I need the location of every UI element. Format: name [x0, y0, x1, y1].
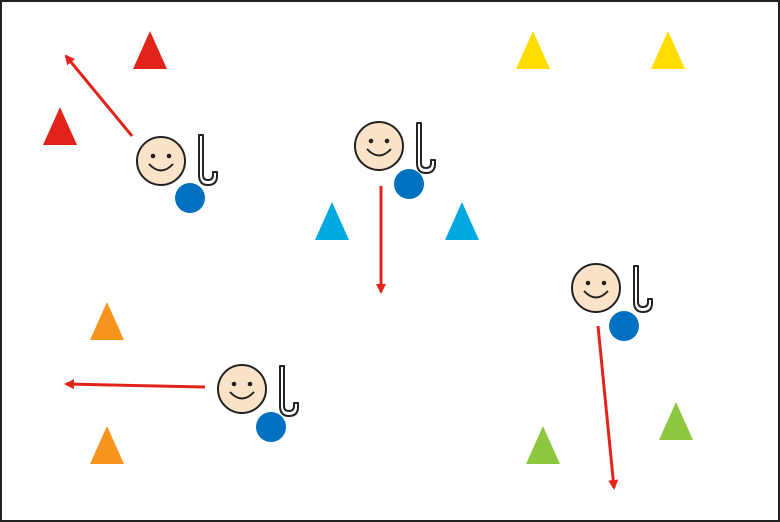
- movement-arrow: [64, 379, 206, 390]
- hockey-stick-icon: [279, 365, 299, 417]
- cones: [43, 31, 693, 464]
- ball-icon: [394, 169, 424, 199]
- yellow-cone: [651, 31, 685, 69]
- orange-cone: [90, 302, 124, 340]
- movement-arrow: [64, 54, 134, 137]
- smiley-face-icon: [217, 364, 267, 414]
- green-cone: [526, 426, 560, 464]
- blue-cone: [315, 202, 349, 240]
- movement-arrow: [596, 325, 619, 490]
- player-right: [571, 263, 653, 341]
- red-cone: [133, 31, 167, 69]
- green-cone: [659, 402, 693, 440]
- player-bottom-left: [217, 364, 299, 442]
- player-top-center: [354, 121, 436, 199]
- player-top-left: [136, 134, 218, 213]
- ball-icon: [609, 311, 639, 341]
- hockey-stick-icon: [416, 122, 436, 174]
- smiley-face-icon: [136, 136, 186, 186]
- ball-icon: [175, 183, 205, 213]
- orange-cone: [90, 426, 124, 464]
- yellow-cone: [516, 31, 550, 69]
- red-cone: [43, 107, 77, 145]
- smiley-face-icon: [571, 263, 621, 313]
- ball-icon: [256, 412, 286, 442]
- hockey-stick-icon: [633, 265, 653, 313]
- blue-cone: [445, 202, 479, 240]
- hockey-stick-icon: [198, 134, 218, 186]
- movement-arrows: [64, 54, 619, 490]
- smiley-face-icon: [354, 121, 404, 171]
